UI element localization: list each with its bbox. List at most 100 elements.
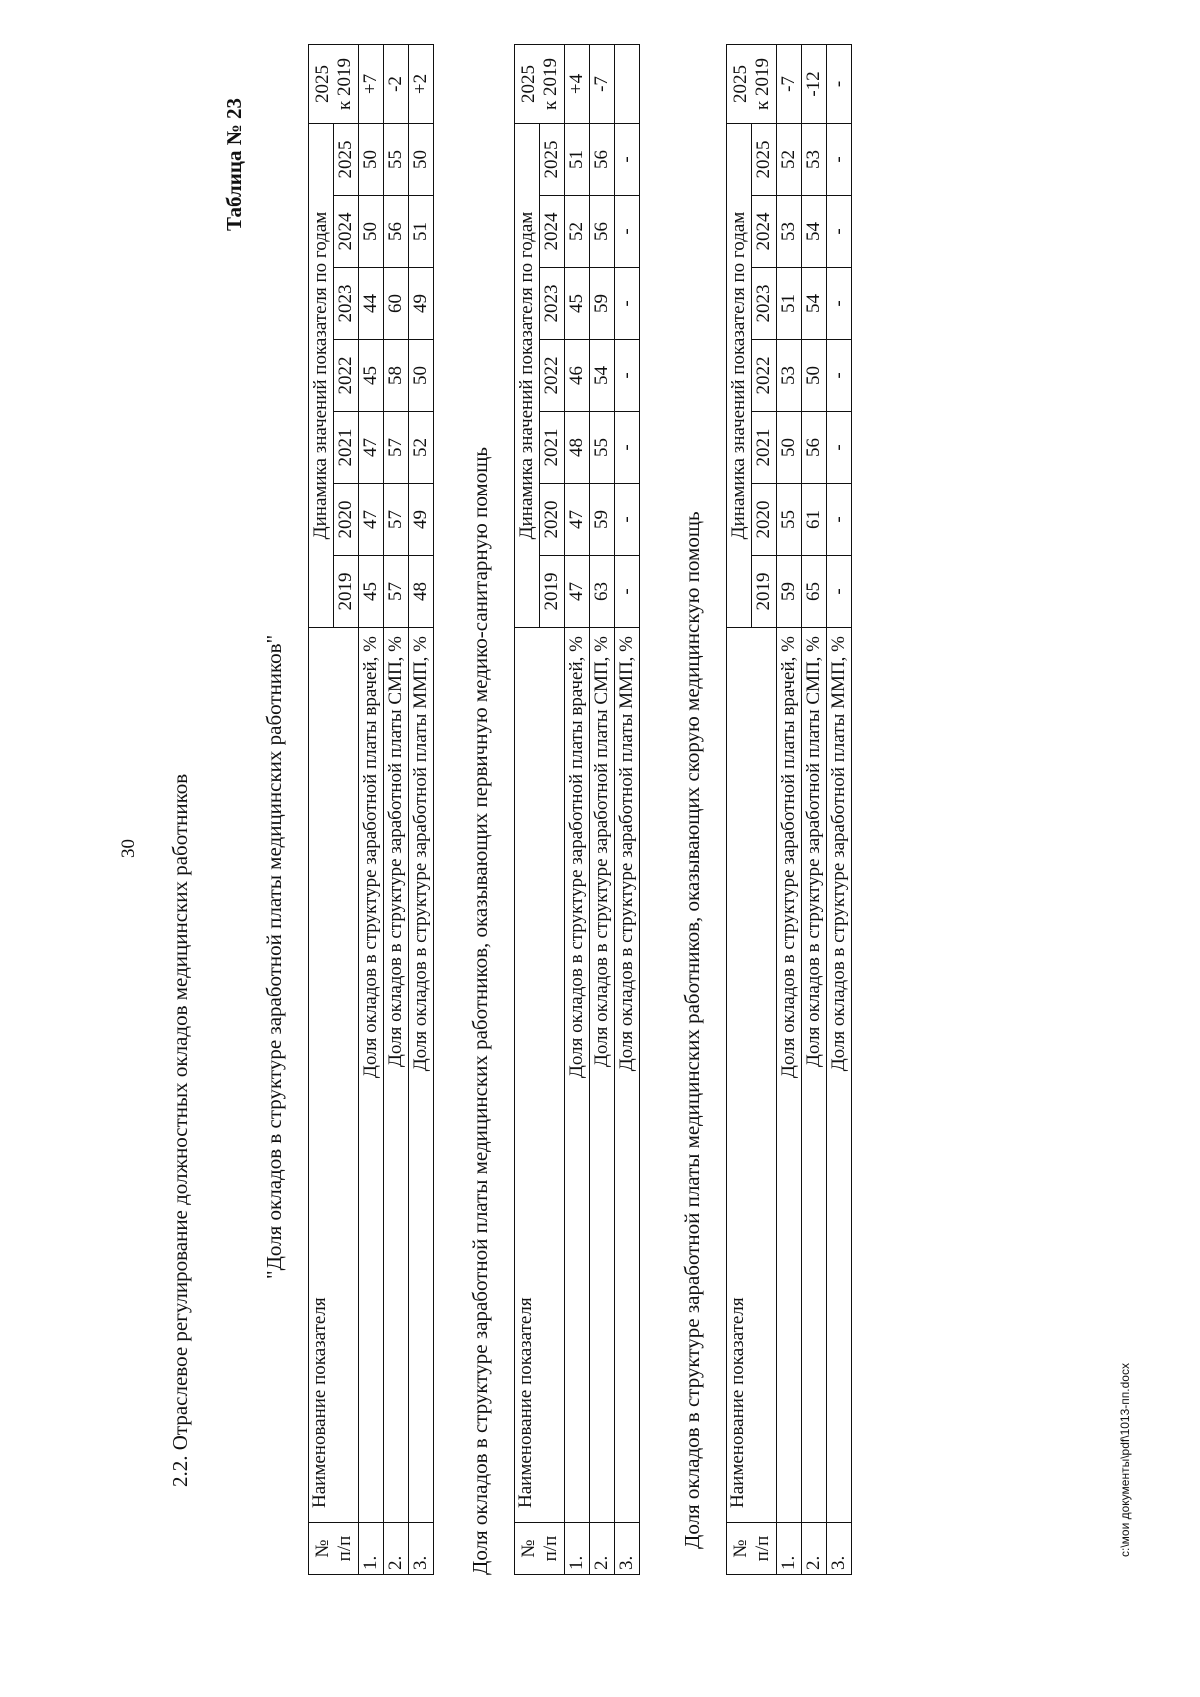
table-row: 3.Доля окладов в структуре заработной пл…: [614, 44, 640, 1575]
row-value-2024: 54: [801, 195, 827, 268]
header-change-line1: 2025: [517, 65, 539, 103]
row-change: -12: [801, 44, 827, 124]
table-number: Таблица № 23: [222, 97, 246, 231]
header-dynamics: Динамика значений показателя по годам: [514, 123, 540, 628]
header-dynamics: Динамика значений показателя по годам: [308, 123, 334, 628]
row-value-2019: 59: [776, 555, 802, 628]
header-num-sub: п/п: [751, 1535, 773, 1562]
row-number: 3.: [614, 1522, 640, 1575]
header-year-2019: 2019: [751, 555, 777, 628]
header-change-line2: к 2019: [333, 58, 355, 110]
header-change-line2: к 2019: [539, 58, 561, 110]
row-change: -: [826, 44, 852, 124]
header-year-2020: 2020: [539, 483, 565, 556]
row-value-2021: 56: [801, 411, 827, 484]
row-value-2025: 50: [358, 123, 384, 196]
row-value-2022: -: [614, 339, 640, 412]
row-value-2020: 49: [408, 483, 434, 556]
table-row: 3.Доля окладов в структуре заработной пл…: [826, 44, 852, 1575]
row-indicator-name: Доля окладов в структуре заработной плат…: [614, 627, 640, 1523]
row-number: 3.: [408, 1522, 434, 1575]
row-indicator-name: Доля окладов в структуре заработной плат…: [776, 627, 802, 1523]
row-value-2022: 53: [776, 339, 802, 412]
row-value-2022: 54: [589, 339, 615, 412]
row-number: 2.: [589, 1522, 615, 1575]
table-row: 1.Доля окладов в структуре заработной пл…: [358, 44, 384, 1575]
header-indicator-name: Наименование показателя: [514, 627, 565, 1523]
header-year-2025: 2025: [539, 123, 565, 196]
header-year-2019: 2019: [333, 555, 359, 628]
header-year-2025: 2025: [333, 123, 359, 196]
row-number: 2.: [383, 1522, 409, 1575]
header-year-2023: 2023: [751, 267, 777, 340]
row-value-2022: 46: [564, 339, 590, 412]
row-indicator-name: Доля окладов в структуре заработной плат…: [408, 627, 434, 1523]
row-value-2022: 58: [383, 339, 409, 412]
row-value-2023: 54: [801, 267, 827, 340]
row-value-2019: 47: [564, 555, 590, 628]
row-value-2024: -: [826, 195, 852, 268]
row-value-2019: 65: [801, 555, 827, 628]
row-value-2021: 57: [383, 411, 409, 484]
row-value-2023: -: [614, 267, 640, 340]
row-indicator-name: Доля окладов в структуре заработной плат…: [826, 627, 852, 1523]
row-indicator-name: Доля окладов в структуре заработной плат…: [801, 627, 827, 1523]
row-value-2024: 50: [358, 195, 384, 268]
header-year-2021: 2021: [333, 411, 359, 484]
row-value-2020: 61: [801, 483, 827, 556]
header-year-2019: 2019: [539, 555, 565, 628]
table-title: "Доля окладов в структуре заработной пла…: [262, 634, 286, 1279]
row-value-2022: 50: [801, 339, 827, 412]
row-value-2020: -: [826, 483, 852, 556]
row-value-2025: 51: [564, 123, 590, 196]
header-indicator-name: Наименование показателя: [726, 627, 777, 1523]
row-change: [614, 44, 640, 124]
row-value-2021: 50: [776, 411, 802, 484]
row-value-2019: -: [614, 555, 640, 628]
row-value-2020: 47: [564, 483, 590, 556]
row-value-2022: 45: [358, 339, 384, 412]
row-value-2020: 59: [589, 483, 615, 556]
row-value-2025: 52: [776, 123, 802, 196]
header-year-2023: 2023: [539, 267, 565, 340]
row-value-2019: 48: [408, 555, 434, 628]
row-value-2024: 56: [589, 195, 615, 268]
row-value-2023: 51: [776, 267, 802, 340]
row-value-2020: 57: [383, 483, 409, 556]
row-value-2023: 59: [589, 267, 615, 340]
row-number: 3.: [826, 1522, 852, 1575]
row-value-2020: 55: [776, 483, 802, 556]
row-indicator-name: Доля окладов в структуре заработной плат…: [358, 627, 384, 1523]
row-indicator-name: Доля окладов в структуре заработной плат…: [383, 627, 409, 1523]
row-value-2024: 56: [383, 195, 409, 268]
row-value-2025: 50: [408, 123, 434, 196]
row-value-2020: -: [614, 483, 640, 556]
table-row: 1.Доля окладов в структуре заработной пл…: [776, 44, 802, 1575]
row-change: +7: [358, 44, 384, 124]
header-year-2024: 2024: [333, 195, 359, 268]
row-value-2025: 53: [801, 123, 827, 196]
row-value-2022: -: [826, 339, 852, 412]
header-dynamics: Динамика значений показателя по годам: [726, 123, 752, 628]
row-value-2023: 44: [358, 267, 384, 340]
row-number: 1.: [776, 1522, 802, 1575]
header-year-2025: 2025: [751, 123, 777, 196]
section-title: 2.2. Отраслевое регулирование должностны…: [168, 773, 192, 1487]
caption-emergency-care: Доля окладов в структуре заработной плат…: [680, 511, 704, 1549]
row-indicator-name: Доля окладов в структуре заработной плат…: [564, 627, 590, 1523]
header-num-label: №: [311, 1539, 333, 1558]
table-row: 3.Доля окладов в структуре заработной пл…: [408, 44, 434, 1575]
row-number: 2.: [801, 1522, 827, 1575]
row-indicator-name: Доля окладов в структуре заработной плат…: [589, 627, 615, 1523]
header-year-2021: 2021: [751, 411, 777, 484]
table-row: 1.Доля окладов в структуре заработной пл…: [564, 44, 590, 1575]
header-change-line2: к 2019: [751, 58, 773, 110]
row-value-2021: 55: [589, 411, 615, 484]
row-value-2021: 48: [564, 411, 590, 484]
